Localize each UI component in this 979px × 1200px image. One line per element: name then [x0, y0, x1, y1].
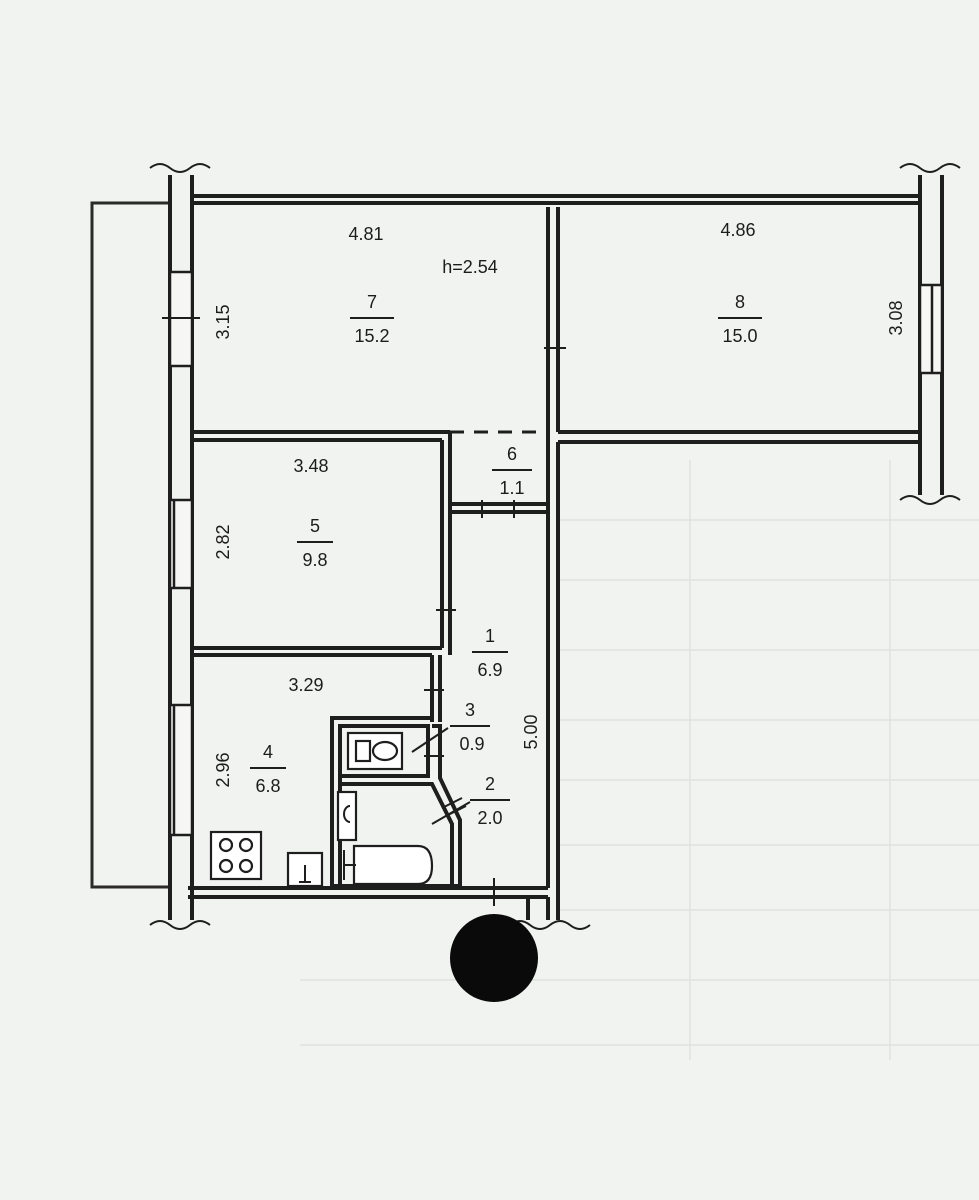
room-2-area: 2.0 [477, 808, 502, 828]
room-1-length: 5.00 [521, 714, 541, 749]
room-6-area: 1.1 [499, 478, 524, 498]
room-4-area: 6.8 [255, 776, 280, 796]
room-4-width: 3.29 [288, 675, 323, 695]
room-5-number: 5 [310, 516, 320, 536]
room-4: 3.29 4 6.8 2.96 [213, 675, 324, 796]
ceiling-height: h=2.54 [442, 257, 498, 277]
room-7-number: 7 [367, 292, 377, 312]
room-6-number: 6 [507, 444, 517, 464]
room-5-depth: 2.82 [213, 524, 233, 559]
room-5: 3.48 5 9.8 2.82 [213, 456, 333, 570]
washbasin-icon [336, 790, 358, 842]
window-room-4 [168, 703, 194, 837]
room-7-area: 15.2 [354, 326, 389, 346]
room-7-depth: 3.15 [213, 304, 233, 339]
room-3: 3 0.9 [411, 700, 490, 754]
room-1-number: 1 [485, 626, 495, 646]
room-6: 6 1.1 [492, 444, 532, 498]
interior-walls [192, 207, 920, 920]
room-3-area: 0.9 [459, 734, 484, 754]
room-1-area: 6.9 [477, 660, 502, 680]
outer-walls [90, 194, 920, 920]
window-room-5 [168, 498, 194, 590]
room-2: 2 2.0 [431, 774, 510, 828]
left-exterior-wall [149, 163, 211, 930]
wet-rooms [330, 716, 462, 888]
background-lines [300, 460, 979, 1060]
room-5-width: 3.48 [293, 456, 328, 476]
room-5-area: 9.8 [302, 550, 327, 570]
room-4-number: 4 [263, 742, 273, 762]
room-3-number: 3 [465, 700, 475, 720]
room-7: 4.81 h=2.54 7 15.2 3.15 [213, 224, 498, 346]
sink-icon [286, 851, 324, 888]
redaction-mark [450, 914, 538, 1002]
right-exterior-wall [899, 163, 961, 505]
room-8-depth: 3.08 [886, 300, 906, 335]
toilet-icon [346, 731, 404, 771]
room-4-depth: 2.96 [213, 752, 233, 787]
room-7-width: 4.81 [348, 224, 383, 244]
room-2-number: 2 [485, 774, 495, 794]
room-8-width: 4.86 [720, 220, 755, 240]
room-8: 4.86 8 15.0 3.08 [718, 220, 906, 346]
room-1: 1 6.9 5.00 [472, 626, 541, 750]
stove-icon [209, 830, 263, 881]
room-8-area: 15.0 [722, 326, 757, 346]
bathtub-icon [343, 844, 434, 886]
room-8-number: 8 [735, 292, 745, 312]
